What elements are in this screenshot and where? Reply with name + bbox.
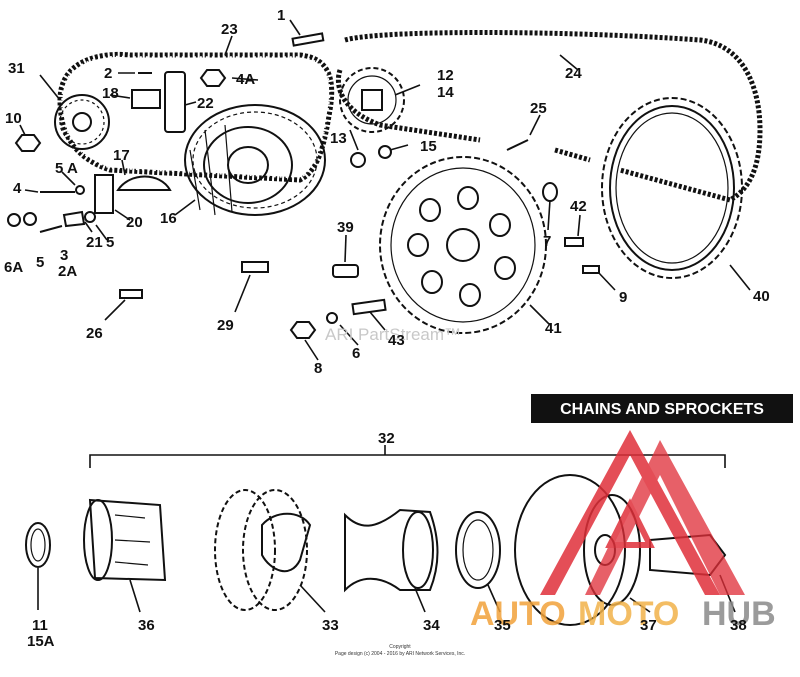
section-banner: CHAINS AND SPROCKETS: [531, 394, 793, 423]
automotohub-logo: AUTO MOTO HUB: [470, 430, 776, 633]
logo-hub: HUB: [702, 595, 776, 633]
callout-4A: 4A: [236, 71, 255, 88]
callout-7: 7: [543, 233, 551, 250]
hardware: [7, 32, 600, 339]
callout-6: 6: [352, 345, 360, 362]
secondary-chain: [335, 30, 763, 203]
callout-6A: 6A: [4, 259, 23, 276]
callout-14: 14: [437, 84, 454, 101]
callout-31: 31: [8, 60, 25, 77]
primary-chain: [57, 51, 335, 183]
callout-33: 33: [322, 617, 339, 634]
transmission-sprocket: [339, 67, 405, 133]
callout-35: 35: [494, 617, 511, 634]
callout-26: 26: [86, 325, 103, 342]
callout-32: 32: [378, 430, 395, 447]
callout-1: 1: [277, 7, 285, 24]
callout-22: 22: [197, 95, 214, 112]
callout-15A: 15A: [27, 633, 55, 650]
copyright-line-2: Page design (c) 2004 - 2016 by ARI Netwo…: [335, 651, 465, 657]
callout-11: 11: [32, 617, 48, 634]
callout-41: 41: [545, 320, 562, 337]
callout-2A: 2A: [58, 263, 77, 280]
callout-2: 2: [104, 65, 112, 82]
banner-title: CHAINS AND SPROCKETS: [560, 401, 764, 418]
callout-16: 16: [160, 210, 177, 227]
callout-12: 12: [437, 67, 454, 84]
callout-9: 9: [619, 289, 627, 306]
callout-34: 34: [423, 617, 440, 634]
callout-15: 15: [420, 138, 437, 155]
callout-21: 21: [86, 234, 103, 251]
callout-24: 24: [565, 65, 582, 82]
callout-4: 4: [13, 180, 22, 197]
callout-43: 43: [388, 332, 405, 349]
callout-37: 37: [640, 617, 657, 634]
callout-29: 29: [217, 317, 234, 334]
callout-5-left: 5: [36, 254, 44, 271]
callout-10: 10: [5, 110, 22, 127]
callout-40: 40: [753, 288, 770, 305]
callout-18: 18: [102, 85, 119, 102]
callout-20: 20: [126, 214, 143, 231]
callout-13: 13: [330, 130, 347, 147]
callout-5-right: 5: [106, 234, 114, 251]
callout-3: 3: [60, 247, 68, 264]
rear-sprocket: [379, 156, 547, 334]
callout-25: 25: [530, 100, 547, 117]
callout-39: 39: [337, 219, 354, 236]
callout-8: 8: [314, 360, 322, 377]
leader-lines: [19, 19, 751, 613]
engine-sprocket: [54, 94, 110, 150]
logo-moto: MOTO: [578, 595, 679, 633]
callout-36: 36: [138, 617, 155, 634]
clutch-hub-assembly: [25, 445, 727, 626]
partstream-watermark: ARI PartStream™: [325, 325, 461, 344]
callout-17: 17: [113, 147, 130, 164]
callout-23: 23: [221, 21, 238, 38]
copyright-line-1: Copyright: [389, 644, 411, 650]
callout-labels: 1 23 31 2 4A 18 22 10 24 12 14 25 13 15 …: [4, 7, 770, 650]
callout-42: 42: [570, 198, 587, 215]
large-rear-sprocket: [601, 97, 743, 279]
callout-38: 38: [730, 617, 747, 634]
clutch-assembly: [184, 104, 326, 216]
logo-auto: AUTO: [470, 595, 566, 633]
callout-5A: 5 A: [55, 160, 78, 177]
